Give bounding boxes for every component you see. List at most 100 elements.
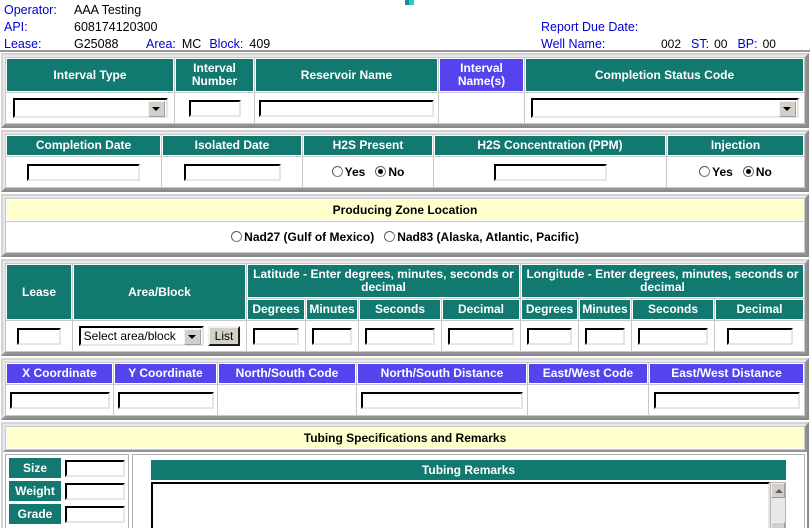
header-lat-seconds: Seconds — [359, 299, 441, 320]
header-h2s-present: H2S Present — [303, 135, 433, 156]
cell-reservoir-name — [255, 93, 438, 123]
location-table: Lease Area/Block Latitude - Enter degree… — [3, 261, 807, 354]
nad83-radio[interactable] — [384, 231, 396, 242]
injection-no-label: No — [755, 165, 772, 179]
st-value: 00 — [714, 37, 728, 51]
lease-label: Lease: — [4, 37, 42, 51]
producing-zone-table: Producing Zone Location Nad27 (Gulf of M… — [3, 196, 807, 255]
tubing-size-input[interactable] — [65, 459, 125, 477]
lon-decimal-input[interactable] — [726, 327, 793, 345]
injection-no-radio[interactable] — [742, 166, 754, 177]
lon-degrees-input[interactable] — [527, 327, 572, 345]
h2s-yes-label: Yes — [344, 165, 366, 179]
tubing-grade-input[interactable] — [65, 505, 125, 523]
block-value: 409 — [249, 37, 271, 51]
tubing-grade-label: Grade — [9, 504, 61, 524]
top-edge-artifact — [405, 0, 414, 5]
report-due-date-label: Report Due Date: — [541, 20, 639, 34]
lat-degrees-input[interactable] — [253, 327, 299, 345]
tubing-grade-row: Grade — [9, 504, 125, 524]
y-coordinate-input[interactable] — [117, 391, 214, 409]
header-lat-decimal: Decimal — [442, 299, 520, 320]
completion-date-input[interactable] — [27, 163, 140, 181]
injection-yes-radio[interactable] — [699, 166, 711, 177]
area-block-select-wrap[interactable]: Select area/block — [78, 326, 204, 346]
interval-type-select-wrap[interactable] — [12, 98, 168, 118]
header-lon-degrees: Degrees — [521, 299, 578, 320]
lat-decimal-input[interactable] — [448, 327, 514, 345]
coordinate-section: X Coordinate Y Coordinate North/South Co… — [1, 358, 809, 420]
area-block-select[interactable]: Select area/block — [78, 326, 204, 346]
dates-header-row: Completion Date Isolated Date H2S Presen… — [6, 135, 804, 156]
tubing-weight-row: Weight — [9, 481, 125, 501]
tubing-remarks-textarea[interactable] — [151, 482, 770, 528]
east-west-distance-input[interactable] — [653, 391, 800, 409]
tubing-title-row: Tubing Specifications and Remarks — [6, 427, 804, 449]
interval-number-input[interactable] — [188, 99, 241, 117]
cell-north-south-code — [218, 385, 356, 415]
tubing-size-label: Size — [9, 458, 61, 478]
header-lon-seconds: Seconds — [632, 299, 714, 320]
api-row: API: 608174120300 — [4, 19, 810, 36]
bp-label: BP: — [737, 37, 758, 51]
producing-zone-title: Producing Zone Location — [6, 199, 804, 221]
header-interval-type: Interval Type — [6, 58, 174, 92]
scroll-down-icon[interactable] — [771, 522, 785, 528]
header-y-coordinate: Y Coordinate — [114, 363, 217, 384]
api-value: 608174120300 — [74, 20, 158, 34]
h2s-yes-radio[interactable] — [331, 166, 343, 177]
tubing-weight-label: Weight — [9, 481, 61, 501]
lat-minutes-input[interactable] — [312, 327, 352, 345]
x-coordinate-input[interactable] — [9, 391, 110, 409]
tubing-remarks-editor — [151, 482, 786, 528]
h2s-concentration-input[interactable] — [493, 163, 607, 181]
lease-row: Lease: G25088 Area: MC Block: 409 — [4, 36, 810, 53]
completion-status-select-wrap[interactable] — [530, 98, 799, 118]
isolated-date-input[interactable] — [183, 163, 281, 181]
lon-seconds-input[interactable] — [638, 327, 708, 345]
cell-lon-degrees — [521, 321, 578, 351]
north-south-distance-input[interactable] — [361, 391, 523, 409]
interval-section: Interval Type Interval Number Reservoir … — [1, 53, 809, 128]
block-label: Block: — [209, 37, 244, 51]
completion-status-code-select[interactable] — [530, 98, 799, 118]
header-completion-status-code: Completion Status Code — [525, 58, 804, 92]
cell-lon-decimal — [715, 321, 804, 351]
well-name-value: 002 — [661, 37, 682, 51]
header-north-south-code: North/South Code — [218, 363, 356, 384]
coordinate-header-row: X Coordinate Y Coordinate North/South Co… — [6, 363, 804, 384]
scroll-up-icon[interactable] — [771, 483, 785, 498]
nad83-label: Nad83 (Alaska, Atlantic, Pacific) — [397, 230, 579, 244]
header-reservoir-name: Reservoir Name — [255, 58, 438, 92]
h2s-no-radio[interactable] — [375, 166, 387, 177]
tubing-remarks-scrollbar[interactable] — [770, 482, 786, 528]
dates-table: Completion Date Isolated Date H2S Presen… — [3, 132, 807, 190]
cell-interval-names — [439, 93, 524, 123]
lat-seconds-input[interactable] — [365, 327, 435, 345]
reservoir-name-input[interactable] — [259, 99, 434, 117]
lon-minutes-input[interactable] — [585, 327, 625, 345]
coordinate-table: X Coordinate Y Coordinate North/South Co… — [3, 360, 807, 418]
tubing-body: Size Weight Grade Tubing Remarks — [3, 452, 807, 528]
list-button[interactable]: List — [207, 326, 241, 346]
well-info-header: Operator: AAA Testing API: 608174120300 … — [0, 0, 810, 52]
header-north-south-distance: North/South Distance — [357, 363, 527, 384]
tubing-weight-input[interactable] — [65, 482, 125, 500]
cell-lat-minutes — [306, 321, 358, 351]
operator-label: Operator: — [4, 3, 57, 17]
interval-type-select[interactable] — [12, 98, 168, 118]
lease-input[interactable] — [17, 327, 61, 345]
header-injection: Injection — [667, 135, 804, 156]
tubing-title-table: Tubing Specifications and Remarks — [3, 424, 807, 452]
tubing-title: Tubing Specifications and Remarks — [6, 427, 804, 449]
location-value-row: Select area/block List — [6, 321, 804, 351]
tubing-remarks-group: Tubing Remarks — [132, 454, 805, 528]
tubing-specs-group: Size Weight Grade — [5, 454, 129, 528]
nad27-radio[interactable] — [231, 231, 243, 242]
location-header-row-2: Degrees Minutes Seconds Decimal Degrees … — [6, 299, 804, 320]
operator-row: Operator: AAA Testing — [4, 2, 810, 19]
h2s-no-label: No — [388, 165, 405, 179]
